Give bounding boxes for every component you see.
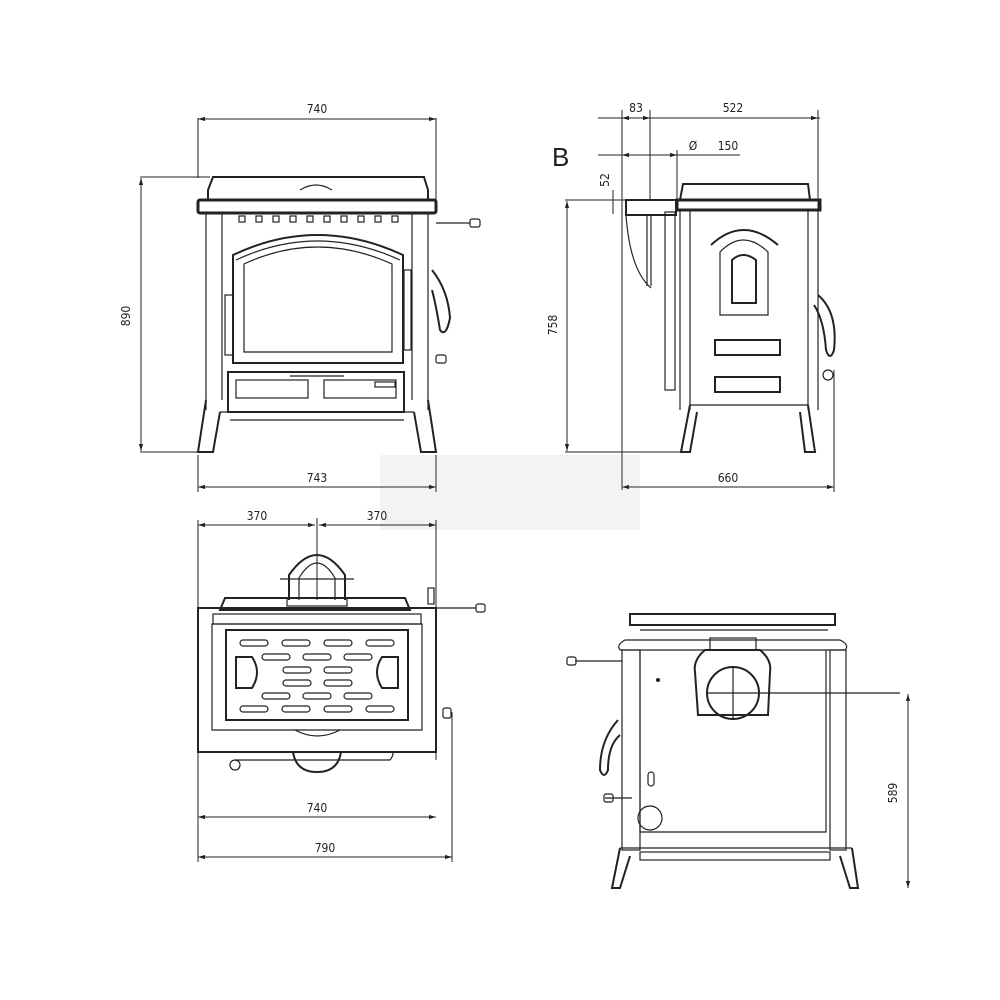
side-flue-height-offset-label: 52 — [598, 173, 612, 187]
side-view: B 83 522 Ø 150 52 758 660 — [546, 101, 836, 492]
front-view: 740 890 743 — [119, 102, 481, 492]
top-total-width-label: 790 — [315, 841, 336, 855]
top-left-half-label: 370 — [247, 509, 268, 523]
front-base-width-label: 743 — [307, 471, 328, 485]
side-total-depth-label: 660 — [718, 471, 739, 485]
diameter-symbol: Ø — [689, 139, 698, 153]
side-flue-offset-label: 83 — [629, 101, 643, 115]
top-body-width-label: 740 — [307, 801, 328, 815]
view-label-b: B — [552, 142, 569, 172]
vent-holes — [238, 215, 399, 223]
top-view: 370 370 — [197, 509, 486, 862]
side-depth-label: 522 — [723, 101, 744, 115]
watermark — [380, 455, 640, 530]
top-right-half-label: 370 — [367, 509, 388, 523]
front-height-label: 890 — [119, 306, 133, 327]
rear-view: 589 — [566, 613, 911, 889]
grill-slots — [235, 639, 399, 713]
rear-flue-center-height-label: 589 — [886, 783, 900, 804]
side-flue-height-label: 758 — [546, 315, 560, 336]
side-flue-diameter-label: 150 — [718, 139, 739, 153]
front-top-width-label: 740 — [307, 102, 328, 116]
